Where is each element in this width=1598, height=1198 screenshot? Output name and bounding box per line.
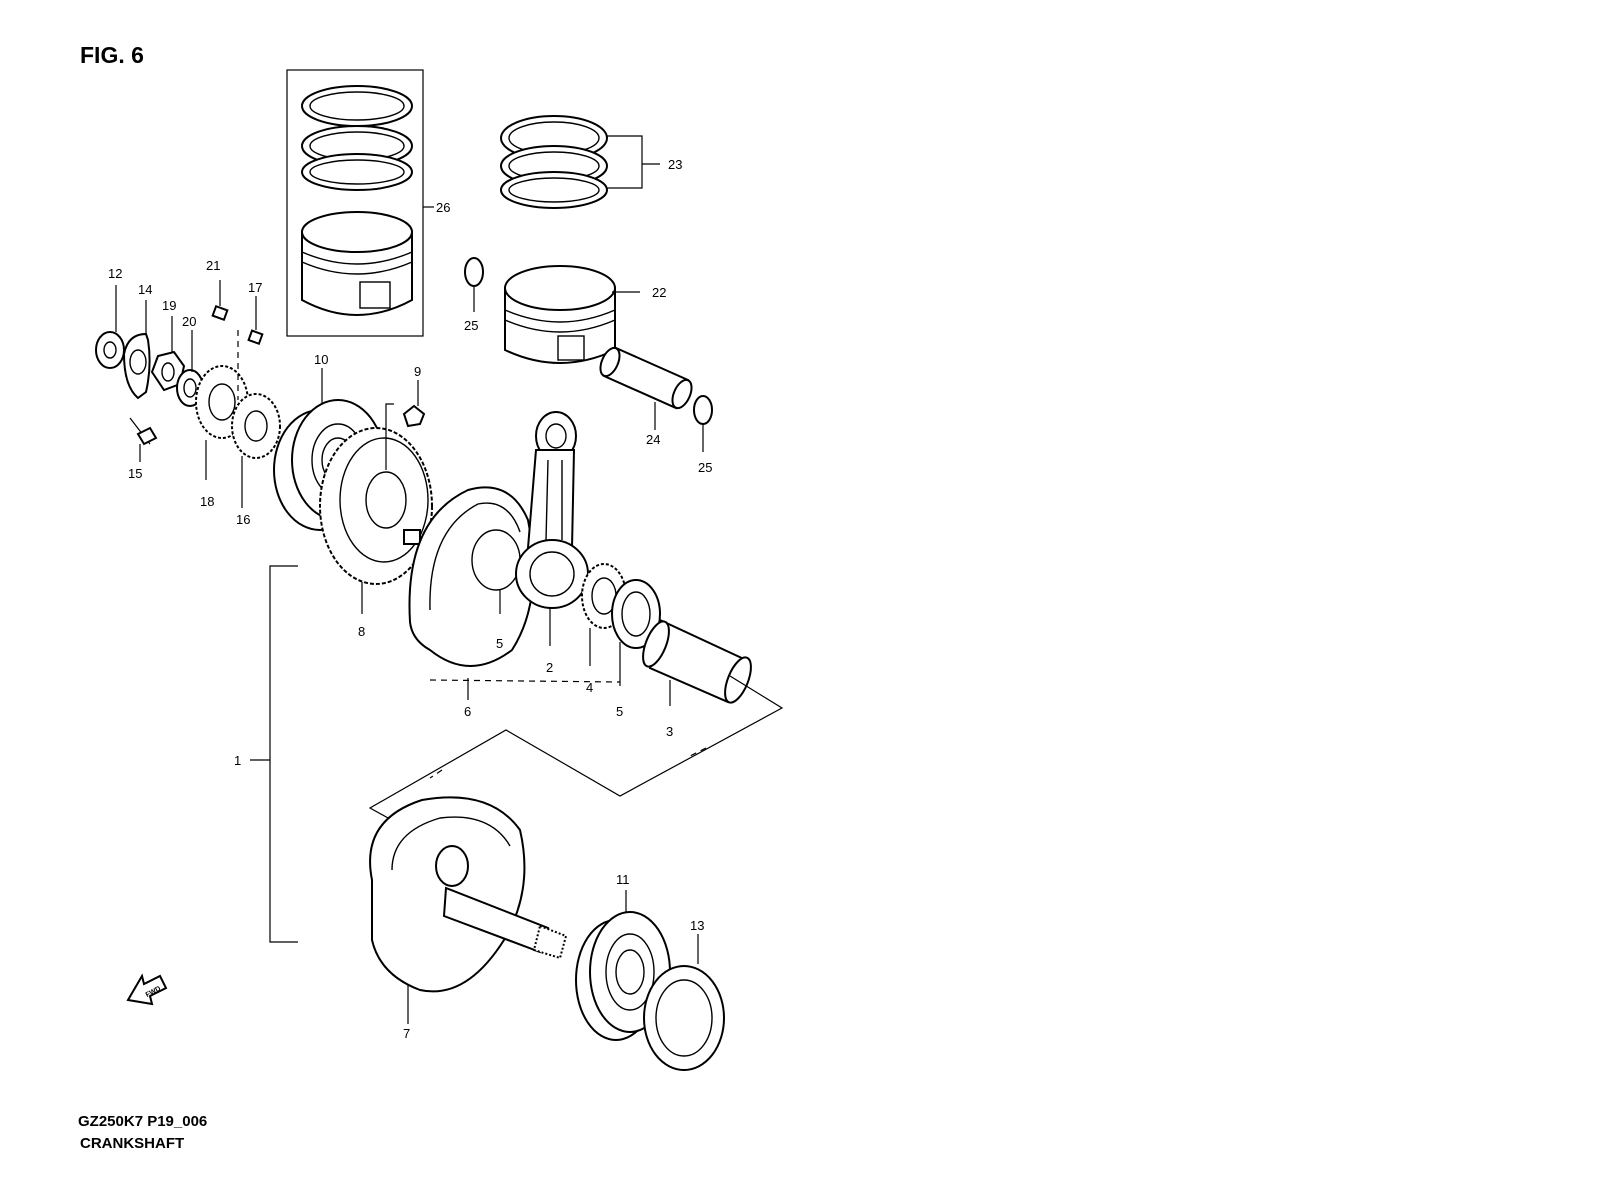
piston-kit-box	[286, 69, 434, 337]
callout-14: 14	[138, 282, 152, 297]
callout-9: 9	[414, 364, 421, 379]
bolt-15	[129, 417, 158, 462]
callout-16: 16	[236, 512, 250, 527]
callout-24: 24	[646, 432, 660, 447]
callout-2: 2	[546, 660, 553, 675]
callout-8: 8	[358, 624, 365, 639]
callout-4: 4	[586, 680, 593, 695]
circlip-upper	[464, 257, 484, 312]
callout-19: 19	[162, 298, 176, 313]
callout-labels: 1 2 3 4 5 5 6 7 8 9 10 11 12 13 14 15 16…	[108, 157, 712, 1041]
assembly-bracket-1	[250, 565, 298, 943]
callout-5b: 5	[616, 704, 623, 719]
callout-17: 17	[248, 280, 262, 295]
callout-11: 11	[616, 872, 630, 887]
key-21	[211, 280, 229, 322]
figure-title: FIG. 6	[80, 42, 144, 68]
diagram-caption: CRANKSHAFT	[80, 1135, 185, 1152]
gear-16	[231, 393, 281, 508]
callout-20: 20	[182, 314, 196, 329]
callout-12: 12	[108, 266, 122, 281]
callout-25a: 25	[464, 318, 478, 333]
callout-26: 26	[436, 200, 450, 215]
lock-plate-14	[122, 300, 151, 400]
callout-13: 13	[690, 918, 704, 933]
piston-ring-set-in-kit	[301, 85, 413, 191]
callout-6: 6	[464, 704, 471, 719]
crank-pin-3	[642, 618, 752, 706]
circlip-lower	[693, 395, 713, 452]
callout-25b: 25	[698, 460, 712, 475]
thrust-washer-5-right	[611, 579, 661, 686]
callout-15: 15	[128, 466, 142, 481]
callout-1: 1	[234, 753, 241, 768]
piston-in-kit	[301, 211, 413, 316]
connecting-rod-2	[515, 411, 589, 646]
forward-arrow-icon: FWD	[126, 973, 168, 1006]
piston-pin	[599, 346, 693, 430]
piston	[504, 265, 640, 364]
bearing-11	[575, 890, 671, 1041]
callout-5a: 5	[496, 636, 503, 651]
assembly-frame	[368, 675, 784, 839]
washer-12	[95, 285, 125, 369]
callout-10: 10	[314, 352, 328, 367]
callout-18: 18	[200, 494, 214, 509]
nut-19	[150, 316, 186, 392]
oil-jet-9	[385, 380, 426, 470]
diagram-code: GZ250K7 P19_006	[78, 1113, 208, 1130]
key-17	[237, 296, 264, 400]
callout-7: 7	[403, 1026, 410, 1041]
callout-21: 21	[206, 258, 220, 273]
callout-23: 23	[668, 157, 682, 172]
crank-web-left-7	[369, 796, 568, 1024]
oil-seal-13	[643, 934, 725, 1071]
piston-rings	[500, 115, 660, 209]
callout-3: 3	[666, 724, 673, 739]
callout-22: 22	[652, 285, 666, 300]
